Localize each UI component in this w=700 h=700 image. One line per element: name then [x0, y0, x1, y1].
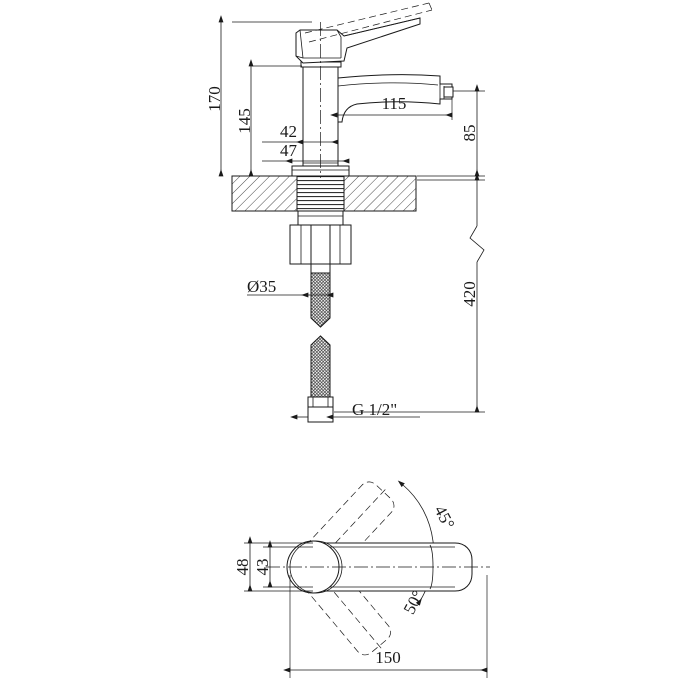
dimension-plan-length-150: 150 [283, 575, 488, 678]
lever-handle [295, 17, 421, 64]
dimension-thread-size: G 1/2" [290, 400, 420, 422]
dimension-shank-diameter: Ø35 [247, 277, 334, 298]
dimension-body-width-42: 42 [262, 122, 339, 145]
dim-label-thread-size: G 1/2" [352, 400, 397, 419]
dimension-base-width-47: 47 [262, 141, 350, 164]
dim-label-swivel-angle-upper: 45° [430, 502, 458, 532]
dimension-plan-width-48: 48 [233, 536, 313, 592]
dimension-overall-height-170: 170 [205, 15, 312, 177]
dim-label-shank-diameter: Ø35 [247, 277, 276, 296]
dim-label-body-height: 145 [235, 108, 254, 134]
lever-handle-raised-phantom [304, 2, 433, 43]
dimension-hose-length-420: 420 [334, 173, 485, 413]
dimension-spout-reach-115: 115 [330, 94, 453, 120]
dimension-body-height-145: 145 [235, 59, 302, 177]
spout-plan-outline [312, 542, 473, 592]
braided-hose-lower [310, 335, 331, 398]
mounting-nut [289, 210, 352, 265]
plan-view: 48 43 150 45° 50° [233, 480, 490, 678]
dim-label-plan-width-inner: 43 [253, 559, 272, 576]
dim-label-base-width: 47 [280, 141, 298, 160]
dim-label-hose-length: 420 [460, 281, 479, 307]
dimension-spout-height-85: 85 [417, 84, 485, 177]
dim-label-body-width-top: 42 [280, 122, 297, 141]
hose-end-fitting [307, 396, 334, 423]
dimension-plan-width-43: 43 [253, 540, 313, 588]
front-elevation-view: 170 145 42 47 [205, 2, 485, 423]
threaded-shank [296, 175, 345, 212]
dim-label-spout-height: 85 [460, 125, 479, 142]
dim-label-plan-length: 150 [375, 648, 401, 667]
dim-label-plan-width-outer: 48 [233, 559, 252, 576]
spout [337, 74, 454, 123]
dim-label-swivel-angle-lower: 50° [400, 587, 428, 617]
dim-label-overall-height: 170 [205, 86, 224, 112]
dim-label-spout-reach: 115 [382, 94, 407, 113]
braided-hose-upper [310, 263, 331, 328]
